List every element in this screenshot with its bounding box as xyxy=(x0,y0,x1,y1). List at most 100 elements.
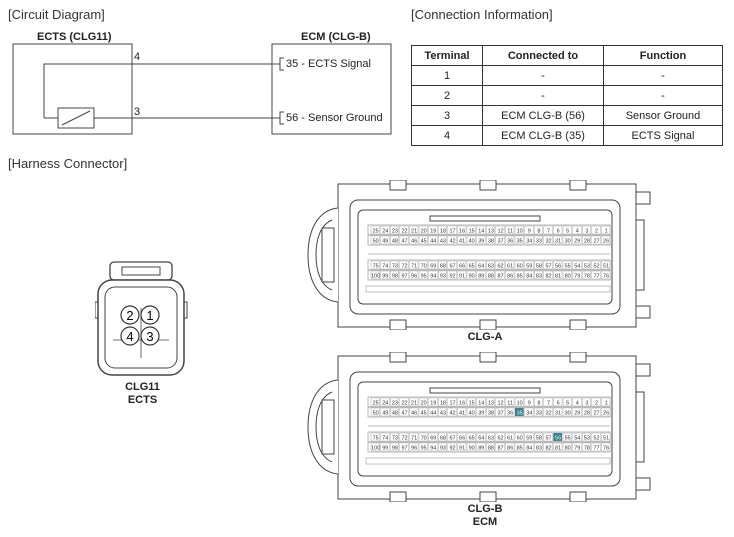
clg11-pin-1 xyxy=(140,305,160,325)
clg-a-pin-cell xyxy=(572,235,582,245)
clg-a-pin-number: 71 xyxy=(411,264,417,270)
clg-a-pin-number: 11 xyxy=(507,229,513,235)
clg-b-pin-cell xyxy=(418,432,428,442)
clg-a-pin-number: 22 xyxy=(401,229,407,235)
clg-a-pin-cell xyxy=(437,270,447,280)
connection-information-title: [Connection Information] xyxy=(411,7,553,22)
clg-a-pin-cell xyxy=(591,225,601,235)
clg-b-pin-number: 9 xyxy=(528,401,531,407)
clg-b-pin-number: 65 xyxy=(469,436,475,442)
clg-b-pin-cell xyxy=(524,432,534,442)
clg-a-pin-cell xyxy=(514,270,524,280)
connection-table: Terminal Connected to Function 1 - - 2 -… xyxy=(411,45,723,146)
clg-b-pin-cell xyxy=(437,397,447,407)
clg-b-pin-number: 24 xyxy=(382,401,388,407)
clg-b-pin-number: 77 xyxy=(593,446,599,452)
clg-b-pin-cell xyxy=(505,397,515,407)
cell-function: ECTS Signal xyxy=(603,125,723,146)
clg-a-pin-number: 20 xyxy=(421,229,427,235)
clg-a-pin-number: 8 xyxy=(537,229,540,235)
clg-b-pin-cell xyxy=(562,407,572,417)
clg-a-pin-cell xyxy=(562,225,572,235)
clg-a-pin-number: 76 xyxy=(603,274,609,280)
clg-a-pin-number: 12 xyxy=(497,229,503,235)
clg-b-pin-number: 80 xyxy=(565,446,571,452)
clg-a-pin-number: 88 xyxy=(488,274,494,280)
clg-a-pin-cell xyxy=(428,260,438,270)
clg-a-pin-cell xyxy=(418,225,428,235)
clg-a-pin-number: 98 xyxy=(392,274,398,280)
clg-b-pin-number: 41 xyxy=(459,411,465,417)
clg-b-pin-cell xyxy=(505,407,515,417)
cell-connected-to: ECM CLG-B (56) xyxy=(482,105,604,126)
clg-b-pin-number: 69 xyxy=(430,436,436,442)
cell-connected-to: - xyxy=(482,65,604,86)
clg-a-pin-cell xyxy=(582,235,592,245)
clg-b-pin-cell xyxy=(418,397,428,407)
clg-a-pin-number: 5 xyxy=(566,229,569,235)
clg-a-pin-cell xyxy=(380,270,390,280)
clg-b-pin-cell xyxy=(457,432,467,442)
clg-a-pin-cell xyxy=(457,225,467,235)
clg-b-pin-number: 70 xyxy=(421,436,427,442)
clg-a-pin-cell xyxy=(543,225,553,235)
clg-b-pin-number: 43 xyxy=(440,411,446,417)
clg-a-pin-number: 94 xyxy=(430,274,436,280)
clg-b-pin-cell xyxy=(409,432,419,442)
clg-b-pin-cell xyxy=(572,432,582,442)
clg-a-pin-number: 39 xyxy=(478,239,484,245)
clg-a-pin-cell xyxy=(389,235,399,245)
clg-a-pin-cell xyxy=(601,270,611,280)
clg-b-pin-cell xyxy=(370,442,380,452)
clg-a-pin-cell xyxy=(380,225,390,235)
clg-b-pin-number: 39 xyxy=(478,411,484,417)
clg-a-pin-cell xyxy=(418,235,428,245)
clg-a-pin-cell xyxy=(562,260,572,270)
ects-pin-3-label: 3 xyxy=(134,106,141,118)
cell-terminal: 1 xyxy=(411,65,483,86)
clg-a-pin-number: 34 xyxy=(526,239,532,245)
clg-b-pin-cell xyxy=(553,432,563,442)
clg-b-pin-cell xyxy=(582,432,592,442)
clg-a-pin-cell xyxy=(572,225,582,235)
header-terminal: Terminal xyxy=(411,45,483,66)
clg-b-pin-cell xyxy=(533,432,543,442)
ecm-pin-35-bracket xyxy=(279,57,284,71)
clg-b-pin-number: 6 xyxy=(557,401,560,407)
clg-b-pin-cell xyxy=(389,407,399,417)
clg-b-pin-number: 10 xyxy=(517,401,523,407)
clg-b-pin-cell xyxy=(543,397,553,407)
clg11-pin-3 xyxy=(140,326,160,346)
clg-a-pin-cell xyxy=(543,260,553,270)
clg-b-pin-cell xyxy=(495,442,505,452)
clg-b-pin-cell xyxy=(447,442,457,452)
clg-a-pin-cell xyxy=(495,270,505,280)
clg-b-pin-number: 47 xyxy=(401,411,407,417)
clg-a-pin-number: 52 xyxy=(593,264,599,270)
clg-a-pin-cell xyxy=(505,235,515,245)
clg-a-pin-number: 84 xyxy=(526,274,532,280)
clg-b-pin-number: 62 xyxy=(497,436,503,442)
clg-b-pin-cell xyxy=(476,442,486,452)
clg-b-pin-number: 51 xyxy=(603,436,609,442)
circuit-diagram xyxy=(12,43,392,135)
clg-a-pin-number: 97 xyxy=(401,274,407,280)
clg-a-pin-cell xyxy=(409,225,419,235)
clg-a-pin-number: 59 xyxy=(526,264,532,270)
header-connected-to: Connected to xyxy=(482,45,604,66)
clg-a-pin-number: 17 xyxy=(449,229,455,235)
clg-a-pin-cell xyxy=(553,235,563,245)
clg-a-pin-cell xyxy=(409,235,419,245)
clg-b-pin-number: 93 xyxy=(440,446,446,452)
clg-a-pin-number: 92 xyxy=(449,274,455,280)
clg-a-pin-cell xyxy=(543,270,553,280)
clg-a-pin-cell xyxy=(524,260,534,270)
clg-a-pin-number: 15 xyxy=(469,229,475,235)
clg-b-pin-number: 21 xyxy=(411,401,417,407)
clg-b-pin-number: 49 xyxy=(382,411,388,417)
clg-b-pin-number: 84 xyxy=(526,446,532,452)
clg-b-pin-number: 83 xyxy=(536,446,542,452)
clg-b-pin-number: 60 xyxy=(517,436,523,442)
clg-b-pin-number: 18 xyxy=(440,401,446,407)
clg-a-pin-number: 57 xyxy=(545,264,551,270)
